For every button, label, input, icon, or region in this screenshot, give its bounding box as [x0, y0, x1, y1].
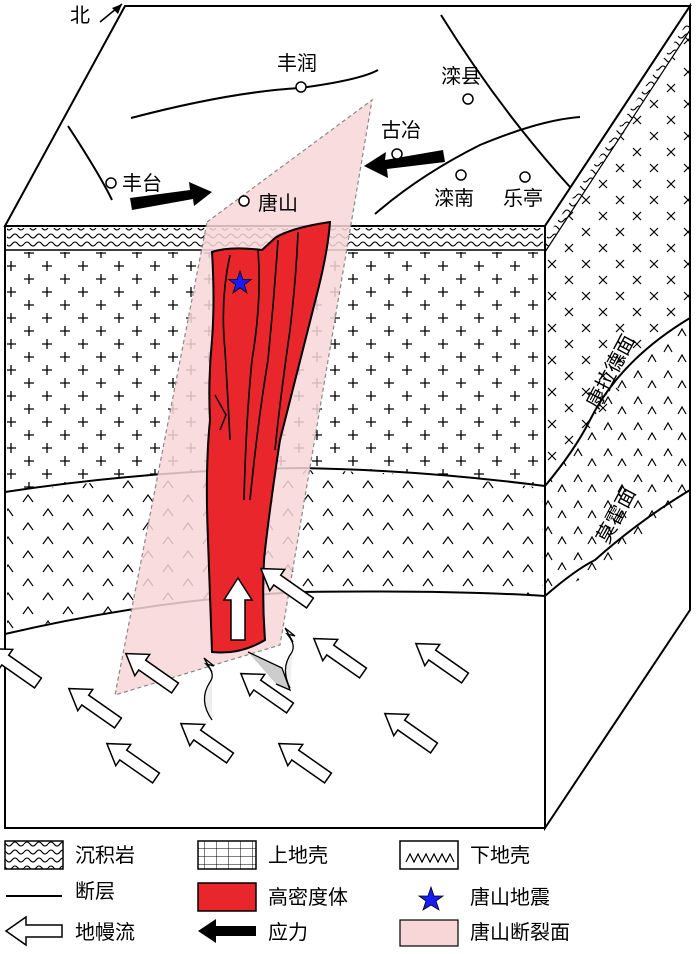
- legend-label-upper-crust: 上地壳: [268, 843, 328, 867]
- stress-arrow-west: [130, 182, 212, 210]
- legend-swatch-mantle-flow: [4, 915, 63, 947]
- city-label-luanxian: 滦县: [441, 64, 481, 88]
- moho-line: [544, 489, 691, 597]
- fault-line-1: [130, 69, 379, 119]
- legend-label-sedimentary: 沉积岩: [75, 843, 135, 867]
- mantle-arrow: [277, 742, 333, 784]
- legend-swatch-rupture-plane: [399, 919, 459, 947]
- city-label-guye: 古冶: [381, 118, 421, 142]
- mantle-arrow: [67, 687, 123, 729]
- curl-arrow-left: [203, 657, 215, 721]
- mantle-arrow: [0, 647, 43, 689]
- legend-label-high-density: 高密度体: [268, 885, 348, 909]
- city-marker: [238, 195, 250, 207]
- legend-swatch-sedimentary: [4, 840, 64, 870]
- mantle-arrow: [414, 642, 470, 684]
- city-label-fengrun: 丰润: [277, 51, 317, 75]
- legend-swatch-earthquake-star: [417, 885, 445, 911]
- city-marker: [295, 81, 307, 93]
- tangshan-earthquake-star: [227, 269, 253, 295]
- legend-label-earthquake: 唐山地震: [470, 885, 550, 909]
- legend-swatch-upper-crust: [197, 840, 257, 870]
- legend-label-fault: 断层: [75, 879, 115, 903]
- fault-line-4: [67, 125, 113, 201]
- mantle-arrow: [179, 722, 235, 764]
- upwelling-arrow: [222, 576, 254, 641]
- mantle-arrow: [124, 652, 180, 694]
- city-marker: [519, 171, 531, 183]
- city-marker: [105, 177, 117, 189]
- city-markers: [105, 81, 531, 207]
- mantle-arrow: [259, 567, 315, 609]
- city-marker: [455, 169, 467, 181]
- fault-line-2: [440, 14, 571, 188]
- mantle-arrow: [312, 637, 368, 679]
- city-marker: [462, 93, 474, 105]
- north-arrow: [99, 3, 123, 23]
- mantle-arrow: [383, 712, 439, 754]
- mantle-arrow: [105, 742, 161, 784]
- high-density-body: [205, 220, 332, 654]
- curl-arrow-right: [284, 627, 296, 689]
- legend-label-lower-crust: 下地壳: [470, 843, 530, 867]
- legend-label-stress: 应力: [268, 920, 308, 944]
- north-label: 北: [70, 3, 90, 27]
- city-label-laoting: 乐亭: [503, 186, 543, 210]
- legend-label-rupture-plane: 唐山断裂面: [470, 920, 570, 944]
- city-label-fengtai: 丰台: [122, 171, 162, 195]
- city-marker: [391, 148, 403, 160]
- city-label-luannan: 滦南: [434, 186, 474, 210]
- legend-label-mantle-flow: 地幔流: [75, 920, 135, 944]
- legend: 沉积岩 上地壳 下地壳 断层 高密度体 唐山地震 地幔流 应力 唐山断裂面: [4, 840, 570, 947]
- mantle-arrow: [239, 672, 295, 714]
- fault-line-3: [374, 116, 581, 215]
- legend-swatch-high-density: [197, 882, 257, 912]
- legend-swatch-stress: [198, 919, 256, 943]
- city-label-tangshan: 唐山: [258, 191, 298, 215]
- stress-arrow-east: [364, 150, 445, 178]
- right-face: 康拉德面 莫霍面: [544, 2, 691, 832]
- mantle-flow-arrows: [0, 567, 470, 784]
